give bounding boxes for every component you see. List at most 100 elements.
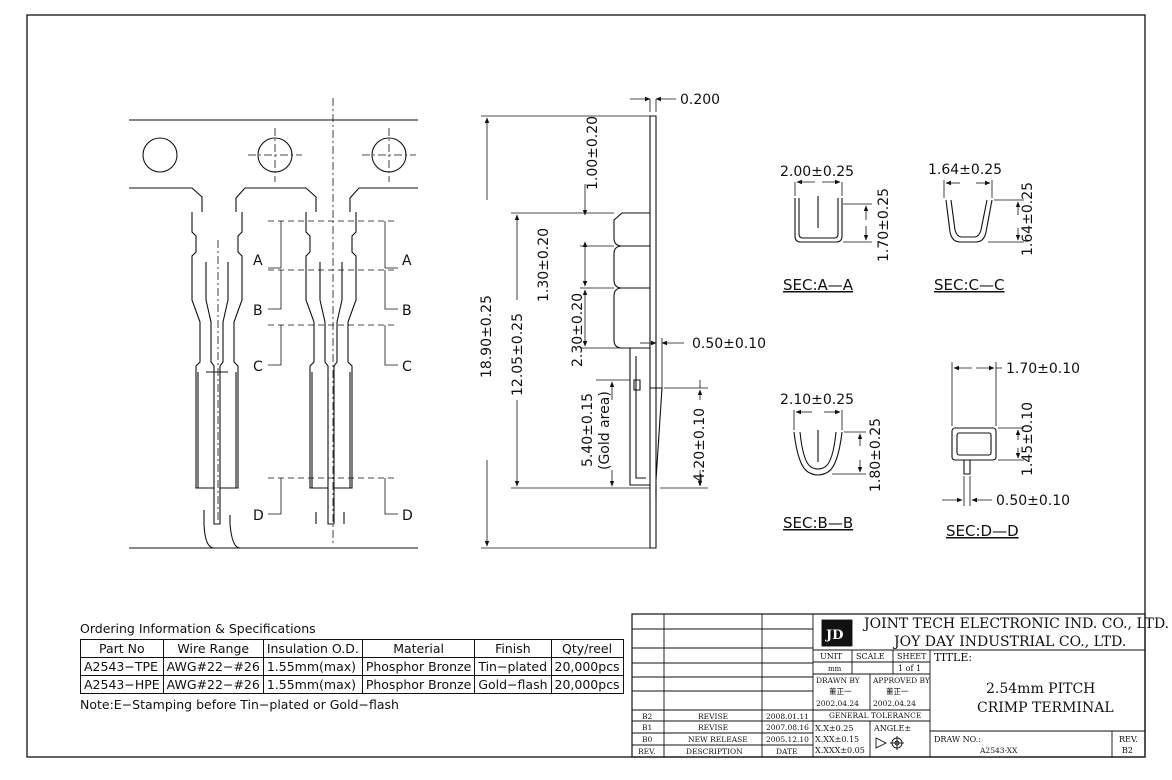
section-cut-lines (268, 220, 398, 515)
dim-overall-length: 18.90±0.25 (479, 295, 495, 378)
side-view-dimensions (481, 96, 708, 549)
revision-desc: NEW RELEASE (688, 735, 748, 744)
sec-cc-width: 1.64±0.25 (928, 162, 1002, 178)
draw-no-label: DRAW NO.: (934, 735, 981, 744)
angle-label: ANGLE± (873, 724, 911, 733)
table-cell: 1.55mm(max) (262, 675, 363, 694)
approved-by-label: APPROVED BY (872, 676, 931, 685)
spec-header: Insulation O.D. (262, 639, 363, 658)
company-name-1: JOINT TECH ELECTRONIC IND. CO., LTD. (862, 616, 1169, 632)
sheet-value: 1 of 1 (898, 664, 921, 673)
section-marker-d-right: D (402, 508, 413, 524)
title-line-1: 2.54mm PITCH (986, 681, 1095, 697)
table-row: A2543−TPE AWG#22−#26 1.55mm(max) Phospho… (80, 657, 624, 676)
drawn-by-label: DRAWN BY (816, 676, 861, 685)
table-cell: Phosphor Bronze (361, 657, 476, 676)
title-block (631, 613, 1146, 758)
section-marker-b-right: B (402, 303, 412, 319)
drawn-by-name: 董正一 (829, 686, 852, 696)
title-label: TITLE: (934, 651, 972, 664)
spec-header: Qty/reel (550, 639, 624, 658)
approved-by-date: 2002.04.24 (873, 699, 916, 708)
revision-desc: REVISE (698, 712, 728, 721)
table-cell: A2543−HPE (80, 675, 164, 694)
section-marker-c-left: C (253, 359, 263, 375)
spec-header: Material (361, 639, 476, 658)
dim-thickness: 0.200 (680, 92, 720, 108)
unit-label: UNIT (820, 652, 843, 661)
dim-tip-length: 4.20±0.10 (692, 408, 708, 482)
revision-date: 2008.01.11 (766, 712, 809, 721)
svg-text:JD: JD (825, 628, 843, 643)
sec-cc-height: 1.64±0.25 (1020, 182, 1036, 256)
sec-cc-label: SEC:C—C (934, 276, 1004, 294)
spec-header: Part No (80, 639, 164, 658)
section-bb: 2.10±0.25 1.80±0.25 SEC:B—B (780, 392, 884, 532)
section-marker-a-right: A (402, 253, 412, 269)
revision-rev: B1 (642, 723, 652, 732)
spec-table: Part No Wire Range Insulation O.D. Mater… (80, 639, 624, 694)
dim-gold-area-note: (Gold area) (597, 391, 613, 470)
revision-header-desc: DESCRIPTION (686, 747, 743, 756)
table-cell: Gold−flash (474, 675, 552, 694)
revision-date: 2005.12.10 (766, 735, 809, 744)
drawn-by-date: 2002.04.24 (816, 699, 859, 708)
ordering-spec: Ordering Information & Specifications Pa… (80, 621, 624, 712)
section-cc: 1.64±0.25 1.64±0.25 SEC:C—C (928, 162, 1036, 294)
tolerance-2: X.XX±0.15 (815, 735, 859, 744)
sec-dd-label: SEC:D—D (946, 522, 1019, 540)
dim-top-feature: 1.00±0.20 (585, 116, 601, 190)
sec-dd-height: 1.45±0.10 (1020, 402, 1036, 476)
section-marker-d-left: D (253, 508, 264, 524)
unit-value: mm (828, 665, 842, 673)
revision-date: 2007.08.16 (766, 723, 809, 732)
table-cell: AWG#22−#26 (162, 675, 264, 694)
general-tolerance: GENERAL TOLERANCE (829, 711, 921, 720)
table-cell: Tin−plated (474, 657, 552, 676)
sec-aa-width: 2.00±0.25 (780, 164, 854, 180)
top-view (129, 98, 418, 549)
sec-dd-tab: 0.50±0.10 (996, 493, 1070, 509)
section-marker-c-right: C (402, 359, 412, 375)
table-row: A2543−HPE AWG#22−#26 1.55mm(max) Phospho… (80, 675, 624, 694)
spec-header-row: Part No Wire Range Insulation O.D. Mater… (80, 639, 624, 658)
rev-label: REV. (1119, 735, 1138, 744)
table-cell: A2543−TPE (80, 657, 164, 676)
spec-note: Note:E−Stamping before Tin−plated or Gol… (80, 697, 399, 712)
sec-bb-width: 2.10±0.25 (780, 392, 854, 408)
draw-no-value: A2543-XX (979, 746, 1018, 755)
table-cell: Phosphor Bronze (361, 675, 476, 694)
section-dd: 1.70±0.10 1.45±0.10 0.50±0.10 SEC:D—D (942, 361, 1080, 540)
spec-header: Finish (474, 639, 552, 658)
sec-bb-height: 1.80±0.25 (868, 418, 884, 492)
table-cell: AWG#22−#26 (162, 657, 264, 676)
revision-header-rev: REV. (638, 747, 656, 756)
revision-rev: B0 (642, 735, 653, 744)
section-marker-b-left: B (253, 303, 263, 319)
dim-body-length: 12.05±0.25 (510, 313, 526, 396)
dim-spacing-1: 1.30±0.20 (536, 228, 552, 302)
tolerance-3: X.XXX±0.05 (815, 746, 865, 755)
side-view (613, 115, 663, 549)
projection-symbol-icon (875, 736, 904, 750)
sheet-label: SHEET (897, 652, 927, 661)
dim-gold-area: 5.40±0.15 (580, 393, 596, 467)
company-name-2: JOY DAY INDUSTRIAL CO., LTD. (892, 634, 1126, 650)
table-cell: 20,000pcs (550, 657, 624, 676)
rev-value: B2 (1122, 746, 1133, 755)
scale-label: SCALE (856, 652, 885, 661)
approved-by-name: 董正一 (886, 686, 909, 696)
section-marker-a-left: A (253, 253, 263, 269)
title-line-2: CRIMP TERMINAL (977, 700, 1114, 716)
spec-header: Wire Range (162, 639, 264, 658)
revision-rev: B2 (642, 712, 653, 721)
sec-aa-label: SEC:A—A (783, 276, 854, 294)
logo-icon: JD (825, 628, 843, 643)
table-cell: 20,000pcs (550, 675, 624, 694)
revision-header-date: DATE (776, 747, 798, 756)
pilot-hole (142, 137, 178, 173)
sec-bb-label: SEC:B—B (783, 514, 853, 532)
tolerance-1: X.X±0.25 (815, 724, 853, 733)
